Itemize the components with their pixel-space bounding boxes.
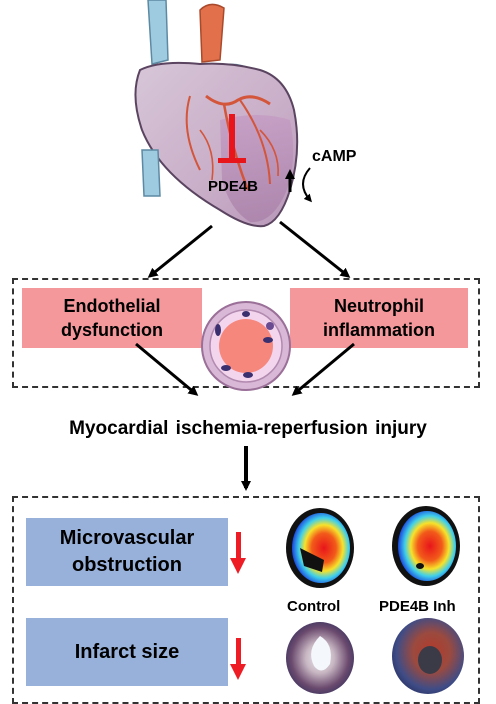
camp-label: cAMP: [312, 148, 357, 165]
lower-vena-cava: [141, 149, 161, 197]
vena-cava: [147, 0, 169, 65]
inhibition-bar-icon: [218, 158, 246, 163]
outcome-box: [12, 496, 480, 704]
control-label: Control: [287, 598, 341, 615]
aorta: [199, 3, 225, 63]
inhibition-stem-icon: [229, 114, 235, 160]
pde4b-inh-label: PDE4B Inh: [379, 598, 456, 615]
infarct-size-box: Infarct size: [26, 618, 228, 686]
microvascular-obstruction-box: Microvascular obstruction: [26, 518, 228, 586]
pde4b-label: PDE4B: [208, 178, 259, 195]
main-title: Myocardial ischemia-reperfusion injury: [69, 418, 427, 439]
ventricle: [220, 115, 294, 223]
neutrophil-inflammation-box: Neutrophil inflammation: [290, 288, 468, 348]
heart-illustration: [134, 0, 299, 228]
endothelial-dysfunction-box: Endothelial dysfunction: [22, 288, 202, 348]
